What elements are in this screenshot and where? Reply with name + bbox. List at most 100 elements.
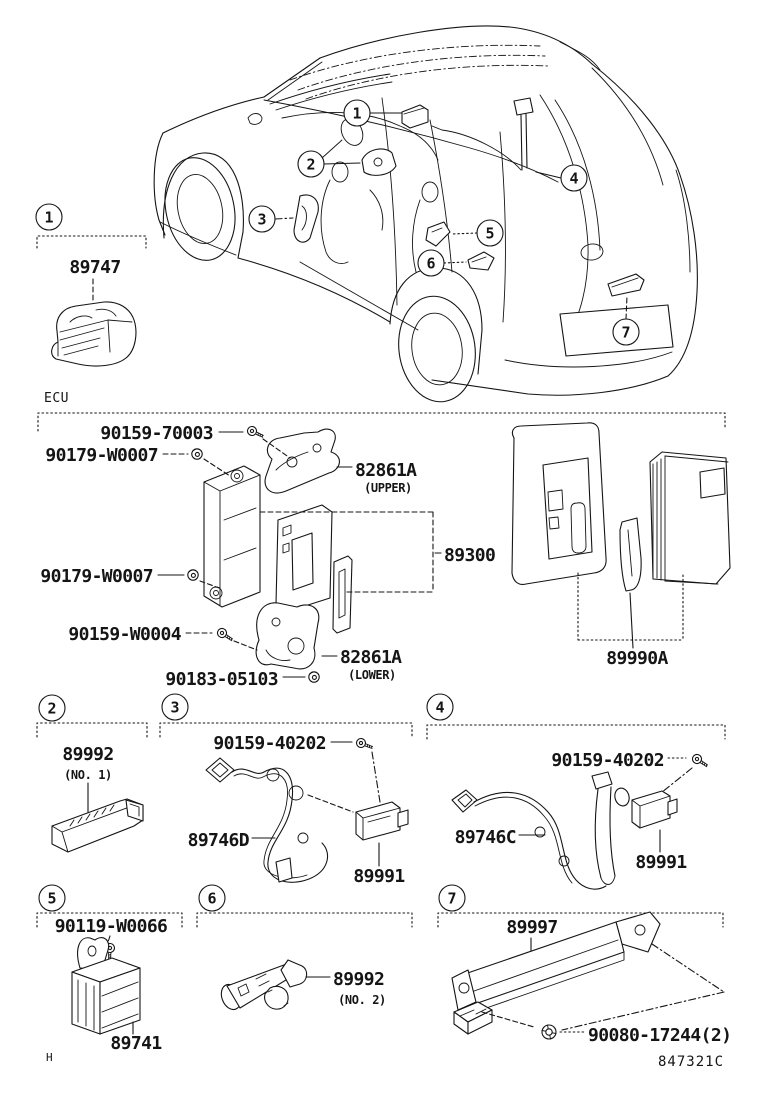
section-7-callout[interactable]: [438, 884, 466, 912]
car-callout-6-number: 6: [426, 255, 435, 273]
wire-89746C-drawing: [451, 771, 630, 890]
car-located-parts: [293, 97, 645, 297]
qualifier-no2: (NO. 2): [338, 993, 386, 1007]
ecu-assembly-group: 90159-70003 90179-W0007 82861A (UPPER) 8…: [37, 412, 731, 690]
car-callout-2-number: 2: [306, 156, 315, 174]
car-callout-1-number: 1: [352, 105, 361, 123]
fastener-90080-17244[interactable]: 90080-17244(2): [588, 1025, 732, 1046]
section-5: 5 90119-W0066 89741 H: [36, 884, 183, 1064]
section-2: 2 89992 (NO. 1): [36, 694, 148, 853]
section-2-number: 2: [47, 700, 56, 718]
qualifier-upper: (UPPER): [364, 481, 412, 495]
bracket-upper-drawing: [264, 428, 340, 494]
car-callout-2[interactable]: 2: [297, 150, 361, 178]
receiver-89991-s3-drawing: [355, 801, 409, 841]
part-number-89741[interactable]: 89741: [110, 1033, 162, 1054]
part-number-89991-s3[interactable]: 89991: [353, 866, 405, 887]
screw-icon: [690, 752, 711, 768]
fastener-90159-40202-s3[interactable]: 90159-40202: [213, 733, 326, 754]
ecu-section-bracket: [37, 412, 726, 432]
section-7-number: 7: [447, 890, 456, 908]
part-number-89300[interactable]: 89300: [444, 545, 496, 566]
part-number-89747[interactable]: 89747: [69, 257, 121, 278]
item1-group: 1 89747 ECU: [35, 203, 147, 406]
part-number-89746D[interactable]: 89746D: [188, 830, 251, 851]
fastener-row-90159-70003: 90159-70003: [100, 423, 291, 459]
nut-icon: [541, 1024, 557, 1040]
car-callouts: 1 2 3 4 5 6 7: [248, 99, 640, 346]
car-callout-6[interactable]: 6: [417, 249, 467, 277]
grommet-icon: [308, 671, 320, 683]
car-callout-4-number: 4: [569, 170, 578, 188]
section-4-number: 4: [435, 699, 444, 717]
fastener-row-90183-05103: 90183-05103: [165, 669, 320, 690]
item1-bracket: [36, 235, 147, 249]
part-number-89997[interactable]: 89997: [506, 917, 558, 938]
receiver-plate-drawing: [275, 504, 353, 634]
fastener-row-90159-W0004: 90159-W0004: [68, 624, 258, 651]
part-number-82861A-lower[interactable]: 82861A: [340, 647, 403, 668]
fastener-90159-W0004[interactable]: 90159-W0004: [68, 624, 182, 645]
grommet-icon: [187, 569, 199, 581]
figure-code: 847321C: [658, 1054, 724, 1070]
section-3-bracket: [159, 722, 413, 738]
fastener-90179-W0007-upper[interactable]: 90179-W0007: [45, 445, 158, 466]
section-5-callout[interactable]: [38, 884, 66, 912]
fastener-90119-W0066[interactable]: 90119-W0066: [55, 916, 168, 937]
section-6-bracket: [196, 912, 413, 928]
part-row-82861A-lower: 82861A (LOWER): [321, 647, 403, 682]
fastener-row-90179-W0007-upper: 90179-W0007: [45, 445, 231, 477]
section-4-bracket: [426, 724, 726, 740]
bracket-lower-drawing: [255, 602, 320, 670]
wire-89746D-drawing: [205, 757, 329, 883]
part-number-89992-no1[interactable]: 89992: [62, 744, 114, 765]
grommet-icon: [191, 448, 203, 460]
screw-icon: [215, 626, 236, 642]
screw-icon: [246, 425, 266, 439]
part-number-82861A-upper[interactable]: 82861A: [355, 460, 418, 481]
qualifier-lower: (LOWER): [348, 668, 396, 682]
qualifier-no1: (NO. 1): [64, 768, 112, 782]
ecu-box-drawing: [203, 465, 261, 608]
item1-callout-number: 1: [44, 209, 53, 227]
fastener-90179-W0007-lower[interactable]: 90179-W0007: [40, 566, 153, 587]
fastener-row-90179-W0007-lower: 90179-W0007: [40, 566, 223, 590]
section-3-callout[interactable]: [161, 693, 189, 721]
transmitter-set-drawing: 89990A: [511, 422, 731, 669]
item1-callout[interactable]: [35, 203, 63, 231]
section-4-callout[interactable]: [426, 693, 454, 721]
car-callout-7-number: 7: [621, 324, 630, 342]
section-6: 6 89992 (NO. 2): [196, 884, 413, 1011]
car-callout-1[interactable]: 1: [343, 99, 403, 127]
antenna-no1-drawing: [51, 798, 144, 853]
part-number-89991-s4[interactable]: 89991: [635, 852, 687, 873]
part-row-89300: 89300: [259, 511, 496, 593]
section-6-callout[interactable]: [198, 884, 226, 912]
fastener-90183-05103[interactable]: 90183-05103: [165, 669, 278, 690]
part-number-89992-no2[interactable]: 89992: [333, 969, 385, 990]
car-callout-7[interactable]: 7: [612, 295, 640, 346]
section-2-callout[interactable]: [38, 694, 66, 722]
page-marker: H: [46, 1051, 53, 1064]
car-callout-3[interactable]: 3: [248, 205, 294, 233]
section-5-number: 5: [47, 890, 56, 908]
part-number-89990A[interactable]: 89990A: [606, 648, 669, 669]
computer-89741-drawing: [71, 937, 141, 1035]
car-callout-3-number: 3: [257, 211, 266, 229]
part-number-89746C[interactable]: 89746C: [455, 827, 517, 848]
section-7-bracket: [437, 912, 724, 928]
fastener-90159-40202-s4[interactable]: 90159-40202: [551, 750, 664, 771]
fastener-90159-70003[interactable]: 90159-70003: [100, 423, 213, 444]
bracket-89997-drawing: [451, 911, 725, 1035]
section-2-bracket: [36, 722, 148, 738]
part-row-82861A-upper: 82861A (UPPER): [336, 460, 418, 495]
car-callout-5-number: 5: [485, 225, 494, 243]
car-callout-5[interactable]: 5: [451, 219, 504, 247]
section-6-number: 6: [207, 890, 216, 908]
section-3: 3 90159-40202 89991 89746D: [159, 693, 413, 887]
car-callout-4[interactable]: 4: [535, 164, 588, 192]
ecu-label: ECU: [44, 391, 69, 406]
section-3-number: 3: [170, 699, 179, 717]
